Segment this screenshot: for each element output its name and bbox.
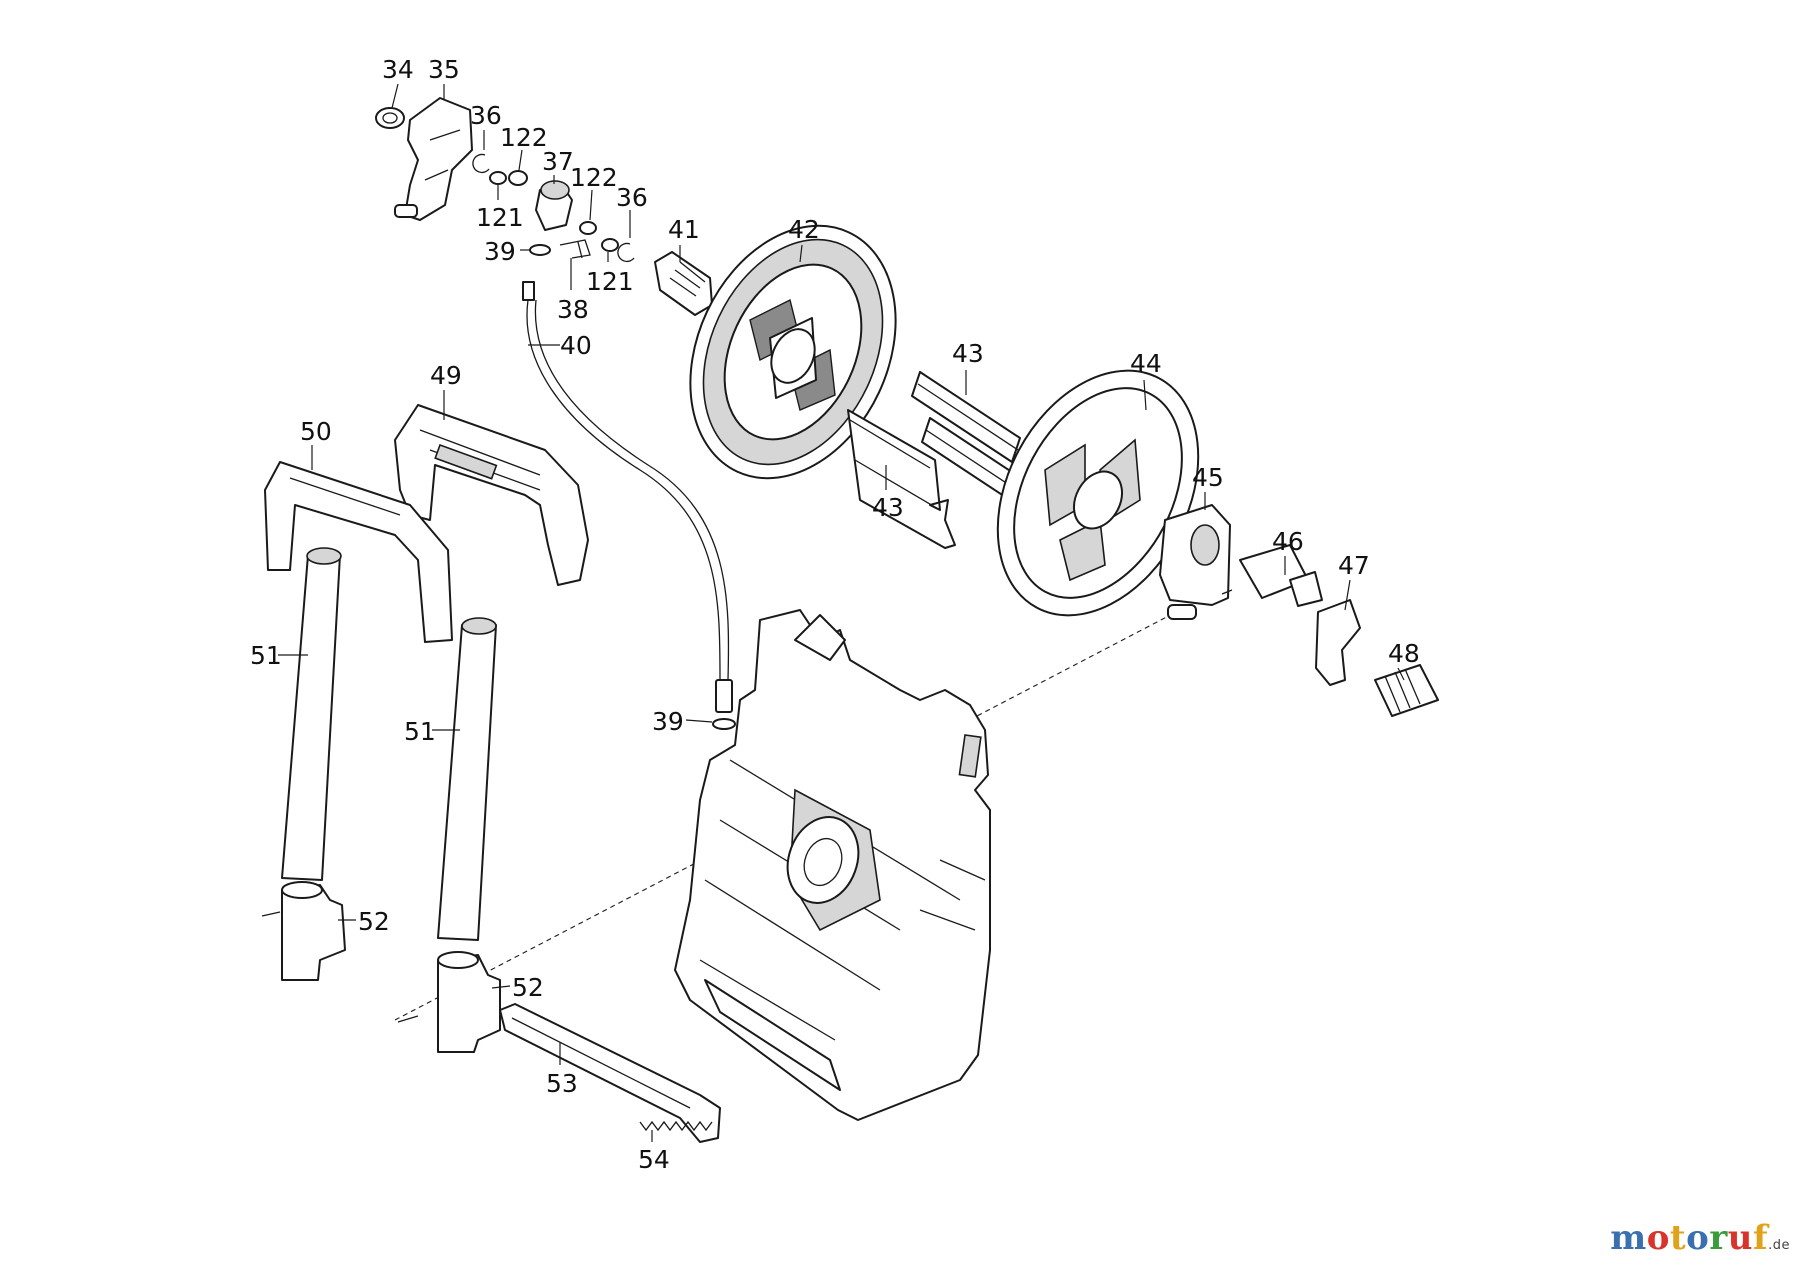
brand-tld: .de (1768, 1238, 1790, 1253)
callout-48: 48 (1388, 639, 1420, 668)
part-51-tube-left (281, 547, 342, 881)
brand-letter: u (1727, 1218, 1753, 1258)
callout-36-lower: 36 (616, 183, 648, 212)
part-40-hose (522, 281, 733, 713)
part-39-washer-lower (712, 718, 736, 730)
part-47-crank-arm (1315, 599, 1361, 686)
brand-letter: t (1669, 1218, 1687, 1258)
callout-44: 44 (1130, 349, 1162, 378)
part-121-washer-lower (601, 238, 619, 252)
part-42-reel-drum (689, 224, 897, 480)
part-48-crank-grip (1374, 664, 1439, 717)
main-frame-housing (674, 609, 991, 1121)
callout-54: 54 (638, 1145, 670, 1174)
callout-39-upper: 39 (484, 237, 516, 266)
callout-122-upper: 122 (500, 123, 548, 152)
brand-letter: r (1709, 1218, 1728, 1258)
callout-43-upper: 43 (952, 339, 984, 368)
brand-name: motoruf (1610, 1218, 1768, 1258)
callout-50: 50 (300, 417, 332, 446)
part-52-clamp-right (397, 951, 501, 1053)
part-54-spring (639, 1120, 713, 1132)
callout-35: 35 (428, 55, 460, 84)
callout-labels: 34 35 36 122 37 122 36 121 39 38 121 41 … (250, 55, 1420, 1174)
part-50-handle-top (264, 461, 453, 643)
callout-43-lower: 43 (872, 493, 904, 522)
callout-47: 47 (1338, 551, 1370, 580)
part-37-elbow-fitting (535, 180, 573, 231)
part-45-side-housing (1159, 504, 1231, 620)
callout-122-lower: 122 (570, 163, 618, 192)
callout-39-lower: 39 (652, 707, 684, 736)
callout-40: 40 (560, 331, 592, 360)
brand-letter: o (1686, 1218, 1710, 1258)
callout-34: 34 (382, 55, 414, 84)
callout-46: 46 (1272, 527, 1304, 556)
part-52-clamp-left (261, 881, 346, 981)
callout-45: 45 (1192, 463, 1224, 492)
callout-51-left: 51 (250, 641, 282, 670)
callout-121-lower: 121 (586, 267, 634, 296)
leader-lines (278, 83, 1405, 1142)
callout-41: 41 (668, 215, 700, 244)
callout-38: 38 (557, 295, 589, 324)
callout-42: 42 (788, 215, 820, 244)
part-122-oring-lower (579, 221, 597, 235)
part-34-clip (375, 107, 405, 129)
callout-49: 49 (430, 361, 462, 390)
callout-52-left: 52 (358, 907, 390, 936)
callout-37: 37 (542, 147, 574, 176)
part-39-washer-upper (529, 244, 551, 256)
brand-logo: motoruf.de (1610, 1218, 1790, 1258)
brand-letter: m (1610, 1218, 1647, 1258)
part-41-connector (654, 251, 713, 316)
part-43-drum-segment-lower (847, 409, 956, 549)
part-51-tube-right (437, 617, 497, 941)
part-35-bracket (394, 97, 473, 221)
part-53-slide-bar (499, 1003, 721, 1143)
part-44-reel-flange (996, 369, 1200, 617)
part-36-ring-lower (617, 242, 635, 263)
brand-letter: f (1752, 1218, 1769, 1258)
callout-51-right: 51 (404, 717, 436, 746)
brand-letter: o (1646, 1218, 1670, 1258)
part-36-ring-upper (472, 153, 490, 174)
part-121-washer-upper (489, 171, 507, 185)
part-38-spring-clip (559, 239, 591, 259)
callout-53: 53 (546, 1069, 578, 1098)
part-46-shaft (1221, 544, 1323, 607)
callout-36-upper: 36 (470, 101, 502, 130)
callout-52-right: 52 (512, 973, 544, 1002)
callout-121-upper: 121 (476, 203, 524, 232)
part-122-oring-upper (508, 170, 528, 186)
